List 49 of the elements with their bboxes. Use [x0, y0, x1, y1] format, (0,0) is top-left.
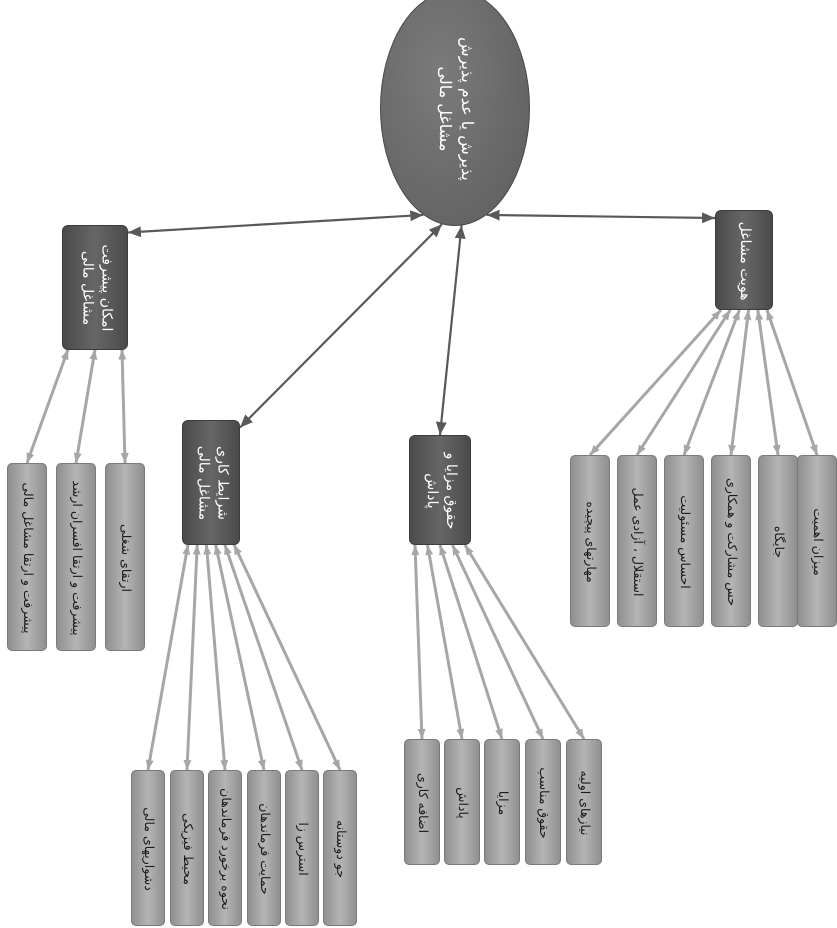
arrow [74, 349, 98, 464]
arrow [755, 310, 781, 456]
arrow [728, 310, 752, 456]
arrow [128, 210, 424, 238]
factor-box: پیشرفت و ارتقا افسران ارشد [56, 463, 96, 651]
factor-box: استرس زا [285, 770, 319, 926]
arrow [464, 544, 586, 740]
arrow [436, 225, 466, 436]
factor-box: ارتقای شغلی [105, 463, 145, 651]
factor-box: مهارتهای پیچیده [570, 455, 610, 627]
arrow [588, 309, 722, 456]
arrow [425, 544, 464, 740]
arrow [26, 349, 70, 464]
arrow [636, 309, 732, 456]
category-box: امکان پیشرفت مشاغل مالی [62, 224, 128, 350]
factor-box: جایگاه [758, 455, 798, 627]
factor-box: میزان اهمیت [797, 455, 837, 627]
arrow [682, 309, 741, 456]
arrow [223, 544, 304, 770]
factor-box: مزایا [484, 739, 520, 865]
arrow [118, 349, 129, 464]
factor-box: احساس مسئولیت [664, 455, 704, 627]
factor-box: نحوه برخورد فرماندهان [208, 770, 242, 926]
arrow [451, 544, 544, 740]
arrow [438, 544, 504, 740]
factor-box: محیط فیزیکی [170, 770, 204, 926]
arrow [203, 544, 228, 770]
arrow [486, 210, 716, 224]
factor-box: نیازهای اولیه [566, 739, 602, 865]
category-box: حقوق مزایا و پاداش [409, 435, 471, 545]
arrow [232, 544, 342, 771]
category-box: شرایط کاری مشاغل مالی [182, 420, 240, 544]
factor-box: پیشرفت و ارتقا مشاغل مالی [7, 463, 47, 651]
category-box: هویت مشاغل [715, 210, 773, 310]
arrow [411, 544, 426, 740]
factor-box: حقوق مناسب [525, 739, 561, 865]
factor-box: دشواریهای مالی [131, 770, 165, 926]
arrow [183, 544, 201, 770]
factor-box: پاداش [444, 739, 480, 865]
arrow [239, 223, 443, 428]
arrow [766, 310, 818, 456]
factor-box: جو دوستانه [323, 770, 357, 926]
factor-box: حس مشارکت و همکاری [711, 455, 751, 627]
ellipse-node: پذیرش یا عدم پذیرش مشاغل مالی [380, 0, 530, 226]
factor-box: استقلال ، آزادی عمل [617, 455, 657, 627]
arrow [146, 544, 190, 770]
factor-box: حمایت فرماندهان [247, 770, 281, 926]
arrow [214, 544, 266, 770]
factor-box: اضافه کاری [404, 739, 440, 865]
